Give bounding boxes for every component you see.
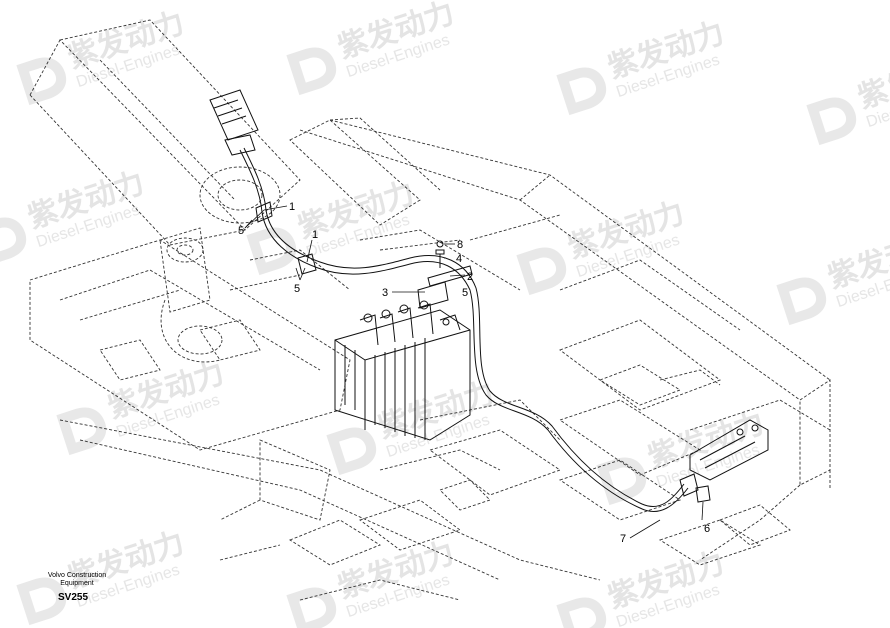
- callout-7: 7: [620, 533, 626, 545]
- fitting-6: [679, 473, 711, 503]
- diagram-code: SV255: [58, 592, 89, 603]
- watermark-logo: [246, 227, 297, 276]
- callout-1b: 1: [312, 229, 318, 241]
- callout-1a: 1: [289, 201, 295, 213]
- bracket-right: [689, 419, 769, 481]
- watermark-cn: 紫发动力: [854, 45, 890, 115]
- watermark-logo: [0, 217, 27, 266]
- watermark-logo: [556, 597, 607, 628]
- watermark-logo: [516, 247, 567, 296]
- watermark-logo: [286, 587, 337, 628]
- callout-8: 8: [457, 239, 463, 251]
- callout-5a: 5: [238, 225, 244, 237]
- hose-clamps: [255, 201, 317, 275]
- control-valve: [334, 300, 471, 441]
- leader-lines: [244, 205, 704, 539]
- callout-labels: 1 1 2 3 4 5 5 5 6 7 8: [238, 201, 710, 545]
- callout-6: 6: [704, 523, 710, 535]
- callout-3: 3: [382, 287, 388, 299]
- watermark-logo: [286, 47, 337, 96]
- watermark-logo: [326, 427, 377, 476]
- watermark-logo: [596, 457, 647, 506]
- watermark-logo: [806, 97, 857, 146]
- hose-line: [239, 147, 689, 512]
- callout-2: 2: [467, 271, 473, 283]
- callout-5b: 5: [294, 283, 300, 295]
- callout-5c: 5: [462, 287, 468, 299]
- bolt-washer: [417, 240, 473, 309]
- watermark-logo: [16, 577, 67, 626]
- callout-4: 4: [456, 253, 462, 265]
- watermark-logo: [776, 277, 827, 326]
- upper-fitting: [209, 89, 259, 156]
- watermark-logo: [16, 57, 67, 106]
- watermark-logo: [556, 67, 607, 116]
- watermark-logo: [56, 407, 107, 456]
- machine-frame: [29, 19, 831, 601]
- company-caption: Volvo Construction Equipment: [47, 572, 107, 587]
